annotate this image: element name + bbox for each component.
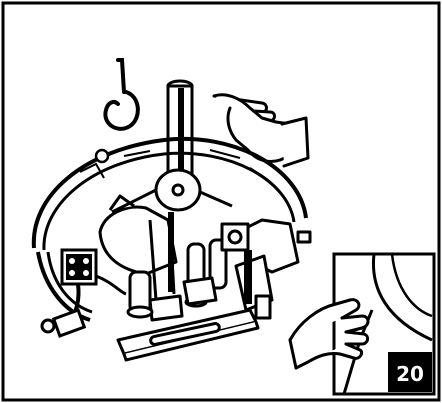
ceiling-hook-icon (103, 58, 140, 131)
suspension-rod (166, 79, 194, 178)
mounting-plate (116, 276, 260, 362)
pointing-hand-icon (212, 93, 310, 168)
continued-page-number: 20 (396, 362, 424, 386)
fixture-ring (31, 136, 308, 322)
terminal-block (60, 248, 127, 322)
left-mounting-screw (40, 308, 87, 338)
fixture-inner-bracket (98, 168, 233, 322)
page-turn-icon: 20 (288, 252, 436, 396)
turning-hand-icon (288, 298, 370, 370)
right-clamp-assembly (220, 218, 312, 320)
